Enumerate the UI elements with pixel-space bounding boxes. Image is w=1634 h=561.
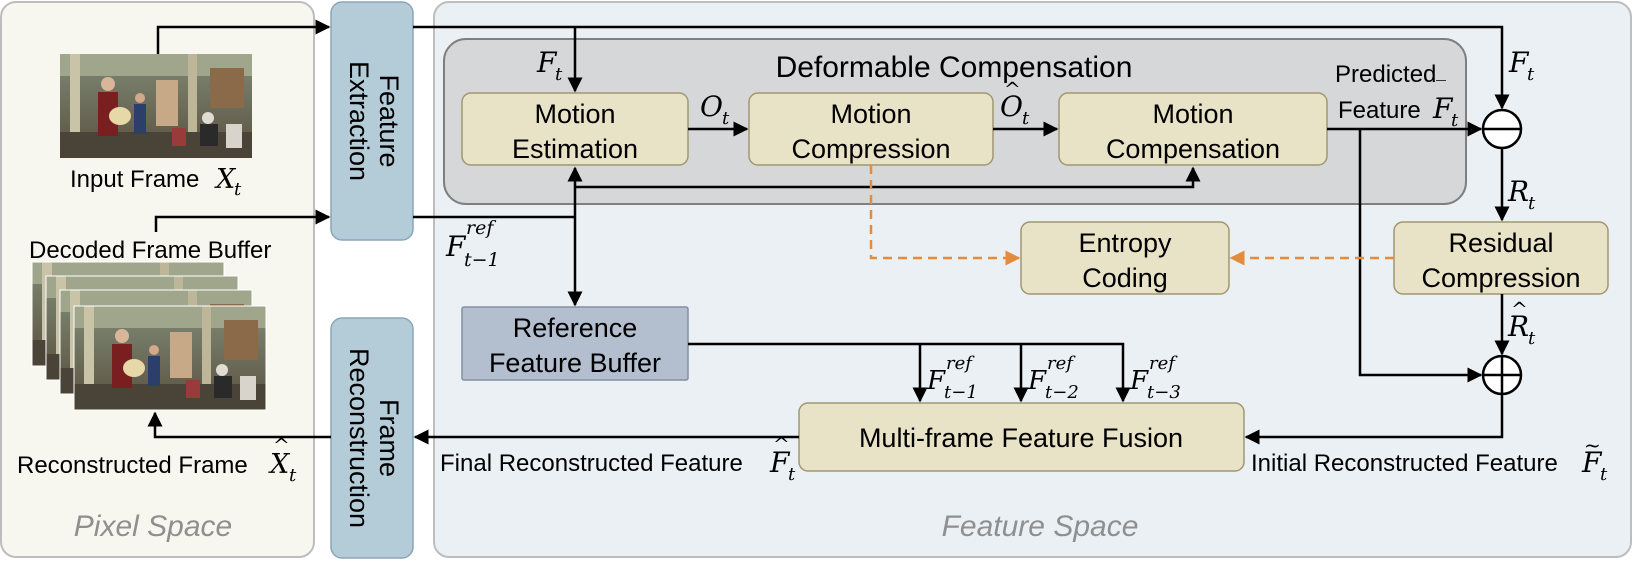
svg-text:t: t	[1527, 64, 1535, 85]
svg-text:Coding: Coding	[1082, 263, 1168, 293]
decoded-frame-buffer-images	[31, 261, 267, 411]
svg-text:F: F	[445, 230, 467, 263]
svg-text:t: t	[1528, 193, 1536, 214]
svg-text:F: F	[769, 446, 791, 479]
f-t-label-top: F t	[536, 46, 563, 85]
svg-text:F: F	[1508, 46, 1530, 79]
entropy-connections	[869, 165, 1394, 266]
multi-frame-feature-fusion-module: Multi-frame Feature Fusion	[798, 402, 1245, 472]
svg-text:F: F	[1581, 446, 1603, 479]
svg-text:Final Reconstructed Feature: Final Reconstructed Feature	[440, 450, 743, 477]
svg-text:^: ^	[1004, 77, 1021, 101]
svg-text:Compression: Compression	[1421, 263, 1580, 293]
svg-text:Frame: Frame	[374, 399, 404, 477]
svg-text:Reference: Reference	[513, 313, 638, 343]
svg-text:t−1: t−1	[464, 249, 500, 271]
f-ref-t-3-fusion-label: F ref t−3	[1129, 353, 1181, 403]
final-reconstructed-feature-label: Final Reconstructed Feature F ^ t	[440, 432, 796, 485]
svg-text:^: ^	[773, 432, 790, 456]
svg-text:t: t	[555, 64, 563, 85]
svg-text:^: ^	[1511, 297, 1528, 321]
svg-text:Motion: Motion	[830, 99, 911, 129]
f-t-label-right: F t	[1508, 46, 1535, 85]
feature-extraction-module: Feature Extraction	[330, 1, 414, 241]
svg-text:t: t	[1528, 328, 1536, 349]
svg-text:t−3: t−3	[1147, 382, 1181, 403]
svg-text:F: F	[536, 46, 558, 79]
svg-text:‾: ‾	[1436, 76, 1446, 100]
svg-text:Residual: Residual	[1448, 228, 1553, 258]
svg-text:Feature Buffer: Feature Buffer	[489, 348, 661, 378]
svg-text:X: X	[214, 164, 237, 195]
svg-text:t: t	[788, 464, 796, 485]
svg-text:O: O	[1000, 90, 1023, 123]
svg-text:t−1: t−1	[944, 382, 978, 403]
pixel-space-label: Pixel Space	[74, 510, 232, 543]
r-t-label: R t	[1507, 175, 1536, 214]
svg-text:R: R	[1507, 310, 1529, 343]
entropy-coding-module: Entropy Coding	[1020, 221, 1230, 295]
svg-text:F: F	[1129, 366, 1149, 396]
svg-text:Initial Reconstructed Feature: Initial Reconstructed Feature	[1251, 450, 1558, 477]
add-operator-icon	[1481, 354, 1523, 396]
f-ref-t-2-fusion-label: F ref t−2	[1027, 353, 1079, 403]
svg-text:^: ^	[273, 433, 290, 457]
svg-text:Multi-frame Feature Fusion: Multi-frame Feature Fusion	[859, 423, 1183, 453]
svg-text:t: t	[1451, 110, 1459, 131]
svg-text:F: F	[1027, 366, 1047, 396]
svg-text:Feature: Feature	[374, 74, 404, 167]
svg-text:Entropy: Entropy	[1078, 228, 1172, 258]
svg-text:ref: ref	[466, 217, 496, 239]
f-ref-t-1-fusion-label: F ref t−1	[926, 353, 978, 403]
svg-text:t: t	[1022, 108, 1030, 129]
o-t-label: O t	[700, 90, 730, 129]
motion-compensation-module: Motion Compensation	[1058, 92, 1328, 166]
svg-text:~: ~	[1584, 433, 1601, 457]
svg-text:Motion: Motion	[534, 99, 615, 129]
svg-text:Compensation: Compensation	[1106, 134, 1280, 164]
svg-text:Extraction: Extraction	[344, 61, 374, 181]
svg-text:X: X	[268, 449, 291, 480]
svg-text:Feature: Feature	[1338, 97, 1421, 124]
decoded-frame-buffer-label: Decoded Frame Buffer	[29, 237, 271, 264]
svg-text:Predicted: Predicted	[1335, 61, 1436, 88]
connections	[147, 19, 1510, 445]
motion-estimation-module: Motion Estimation	[461, 92, 689, 166]
svg-text:Reconstructed Frame: Reconstructed Frame	[17, 452, 248, 479]
subtract-operator-icon	[1481, 108, 1523, 150]
svg-text:ref: ref	[1149, 353, 1178, 374]
motion-compression-module: Motion Compression	[748, 92, 994, 166]
predicted-feature-label: Predicted Feature F ‾ t	[1335, 61, 1459, 131]
svg-text:t: t	[722, 108, 730, 129]
svg-text:Reconstruction: Reconstruction	[344, 348, 374, 528]
input-frame-image	[60, 54, 252, 158]
svg-text:t−2: t−2	[1045, 382, 1079, 403]
svg-text:Compression: Compression	[791, 134, 950, 164]
svg-text:Motion: Motion	[1152, 99, 1233, 129]
svg-text:Estimation: Estimation	[512, 134, 638, 164]
svg-text:ref: ref	[1047, 353, 1076, 374]
input-frame-label: Input Frame X t	[70, 164, 242, 200]
svg-text:t: t	[234, 179, 242, 200]
reference-feature-buffer-module: Reference Feature Buffer	[461, 306, 689, 381]
reconstructed-frame-label: Reconstructed Frame X ^ t	[17, 433, 297, 486]
f-ref-t-1-label: F ref t−1	[445, 217, 500, 271]
svg-text:F: F	[1432, 92, 1454, 125]
feature-space-label: Feature Space	[942, 510, 1139, 543]
frame-reconstruction-module: Frame Reconstruction	[330, 317, 414, 559]
svg-text:t: t	[1600, 464, 1608, 485]
svg-text:O: O	[700, 90, 723, 123]
svg-text:R: R	[1507, 175, 1529, 208]
o-hat-t-label: O ^ t	[1000, 77, 1030, 129]
r-hat-t-label: R ^ t	[1507, 297, 1536, 349]
initial-reconstructed-feature-label: Initial Reconstructed Feature F ~ t	[1251, 433, 1608, 485]
deformable-compensation-title: Deformable Compensation	[776, 51, 1133, 84]
svg-text:t: t	[289, 465, 297, 486]
svg-text:Input Frame: Input Frame	[70, 166, 199, 193]
residual-compression-module: Residual Compression	[1393, 221, 1609, 295]
svg-text:ref: ref	[946, 353, 975, 374]
svg-text:F: F	[926, 366, 946, 396]
